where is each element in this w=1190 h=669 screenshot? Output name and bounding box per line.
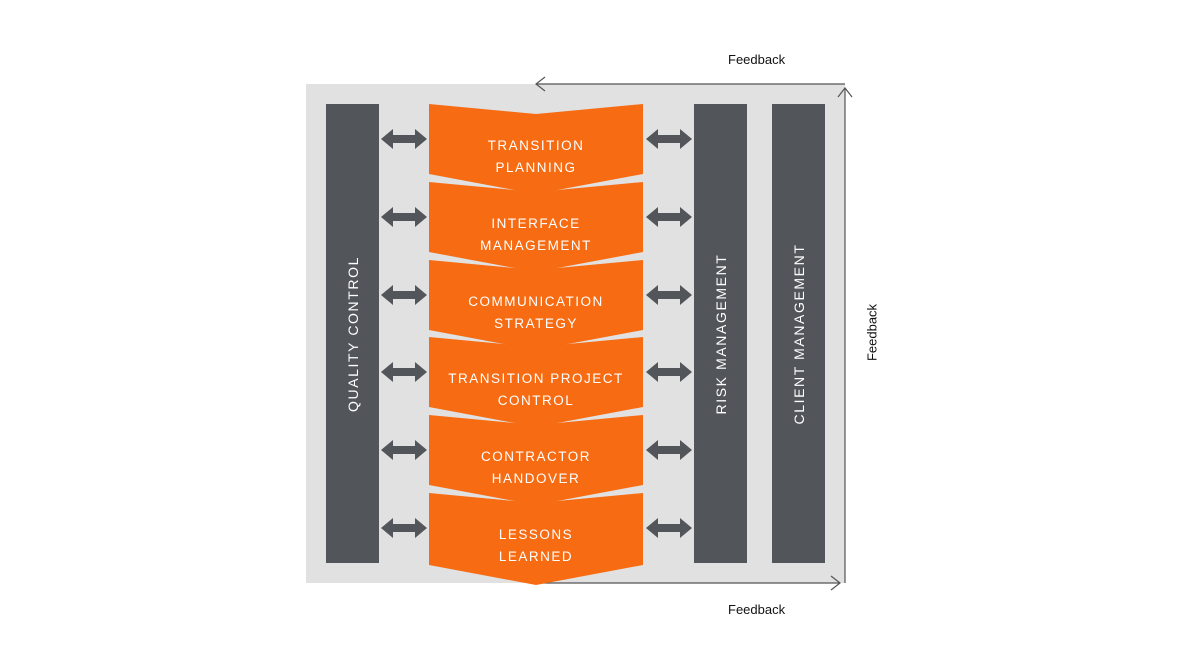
pillar-client-management-label: CLIENT MANAGEMENT bbox=[790, 243, 807, 424]
stage-label: COMMUNICATION STRATEGY bbox=[468, 294, 604, 331]
stage-lessons-learned: LESSONS LEARNED bbox=[429, 493, 643, 585]
connector-arrow-left-5 bbox=[381, 440, 427, 460]
pillar-risk-management: RISK MANAGEMENT bbox=[694, 104, 747, 563]
connector-arrow-right-1 bbox=[646, 129, 692, 149]
stage-label: LESSONS LEARNED bbox=[498, 527, 574, 564]
connector-arrow-right-6 bbox=[646, 518, 692, 538]
connector-arrow-left-2 bbox=[381, 207, 427, 227]
connector-arrow-right-4 bbox=[646, 362, 692, 382]
stage-label: CONTRACTOR HANDOVER bbox=[480, 449, 591, 486]
stage-label: TRANSITION PLANNING bbox=[487, 138, 585, 175]
stage-transition-project-control: TRANSITION PROJECT CONTROL bbox=[429, 337, 643, 427]
pillar-quality-control-label: QUALITY CONTROL bbox=[344, 255, 361, 412]
feedback-label-bottom: Feedback bbox=[728, 602, 786, 617]
stage-interface-management: INTERFACE MANAGEMENT bbox=[429, 182, 643, 272]
stage-label: TRANSITION PROJECT CONTROL bbox=[448, 371, 624, 408]
pillar-risk-management-label: RISK MANAGEMENT bbox=[712, 253, 729, 414]
stage-transition-planning: TRANSITION PLANNING bbox=[429, 104, 643, 194]
connector-arrow-left-1 bbox=[381, 129, 427, 149]
pillar-client-management: CLIENT MANAGEMENT bbox=[772, 104, 825, 563]
feedback-label-top: Feedback bbox=[728, 52, 786, 67]
stage-contractor-handover: CONTRACTOR HANDOVER bbox=[429, 415, 643, 505]
connector-arrow-right-5 bbox=[646, 440, 692, 460]
feedback-label-right: Feedback bbox=[864, 303, 880, 362]
connector-arrow-right-3 bbox=[646, 285, 692, 305]
connector-arrow-left-3 bbox=[381, 285, 427, 305]
pillar-quality-control: QUALITY CONTROL bbox=[326, 104, 379, 563]
connector-arrow-left-4 bbox=[381, 362, 427, 382]
connector-arrow-right-2 bbox=[646, 207, 692, 227]
stage-label: INTERFACE MANAGEMENT bbox=[480, 216, 592, 253]
connector-arrow-left-6 bbox=[381, 518, 427, 538]
stage-communication-strategy: COMMUNICATION STRATEGY bbox=[429, 260, 643, 350]
